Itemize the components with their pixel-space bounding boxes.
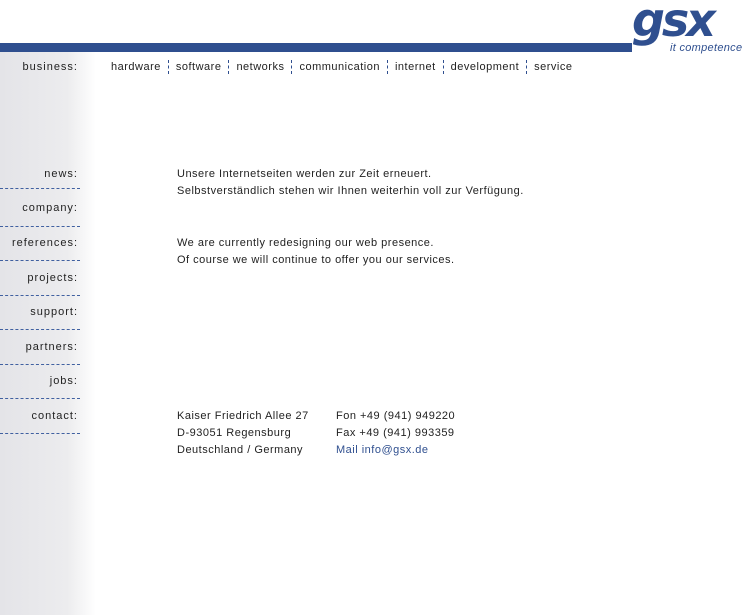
nav-communication[interactable]: communication (299, 61, 380, 73)
notice-line: We are currently redesigning our web pre… (177, 237, 434, 249)
nav-separator (386, 60, 388, 74)
header-bar (0, 43, 632, 52)
sidebar-item-jobs[interactable]: jobs: (49, 375, 78, 387)
mail-link[interactable]: Mail info@gsx.de (336, 444, 429, 456)
nav-separator (167, 60, 169, 74)
notice-german: Unsere Internetseiten werden zur Zeit er… (177, 166, 524, 200)
nav-service[interactable]: service (534, 61, 573, 73)
address-city: D-93051 Regensburg (177, 427, 292, 439)
notice-line: Unsere Internetseiten werden zur Zeit er… (177, 168, 432, 180)
divider (0, 329, 80, 330)
notice-english: We are currently redesigning our web pre… (177, 235, 455, 269)
notice-line: Selbstverständlich stehen wir Ihnen weit… (177, 185, 524, 197)
divider (0, 433, 80, 434)
divider (0, 188, 80, 189)
gsx-logo[interactable]: gsx (632, 0, 716, 47)
nav-hardware[interactable]: hardware (111, 61, 161, 73)
sidebar-item-contact[interactable]: contact: (31, 410, 78, 422)
sidebar-background (0, 52, 96, 615)
divider (0, 398, 80, 399)
fax-number: Fax +49 (941) 993359 (336, 427, 455, 439)
divider (0, 260, 80, 261)
nav-internet[interactable]: internet (394, 61, 436, 73)
nav-software[interactable]: software (175, 61, 222, 73)
divider (0, 364, 80, 365)
nav-networks[interactable]: networks (236, 61, 285, 73)
nav-separator (442, 60, 444, 74)
business-nav: hardware software networks communication… (104, 60, 580, 74)
sidebar-item-partners[interactable]: partners: (25, 341, 78, 353)
sidebar-item-support[interactable]: support: (30, 306, 78, 318)
logo-tagline: it competence (670, 42, 743, 54)
nav-separator (228, 60, 230, 74)
notice-line: Of course we will continue to offer you … (177, 254, 455, 266)
sidebar-item-company[interactable]: company: (22, 202, 78, 214)
sidebar-item-references[interactable]: references: (11, 237, 78, 249)
contact-details: Fon +49 (941) 949220 Fax +49 (941) 99335… (336, 408, 455, 459)
address-street: Kaiser Friedrich Allee 27 (177, 410, 309, 422)
nav-separator (526, 60, 528, 74)
business-label: business: (22, 61, 78, 73)
sidebar-item-news[interactable]: news: (44, 168, 78, 180)
nav-separator (291, 60, 293, 74)
address-country: Deutschland / Germany (177, 444, 304, 456)
divider (0, 295, 80, 296)
sidebar-item-projects[interactable]: projects: (27, 272, 78, 284)
nav-development[interactable]: development (450, 61, 520, 73)
contact-address: Kaiser Friedrich Allee 27 D-93051 Regens… (177, 408, 309, 459)
phone-number: Fon +49 (941) 949220 (336, 410, 456, 422)
divider (0, 226, 80, 227)
